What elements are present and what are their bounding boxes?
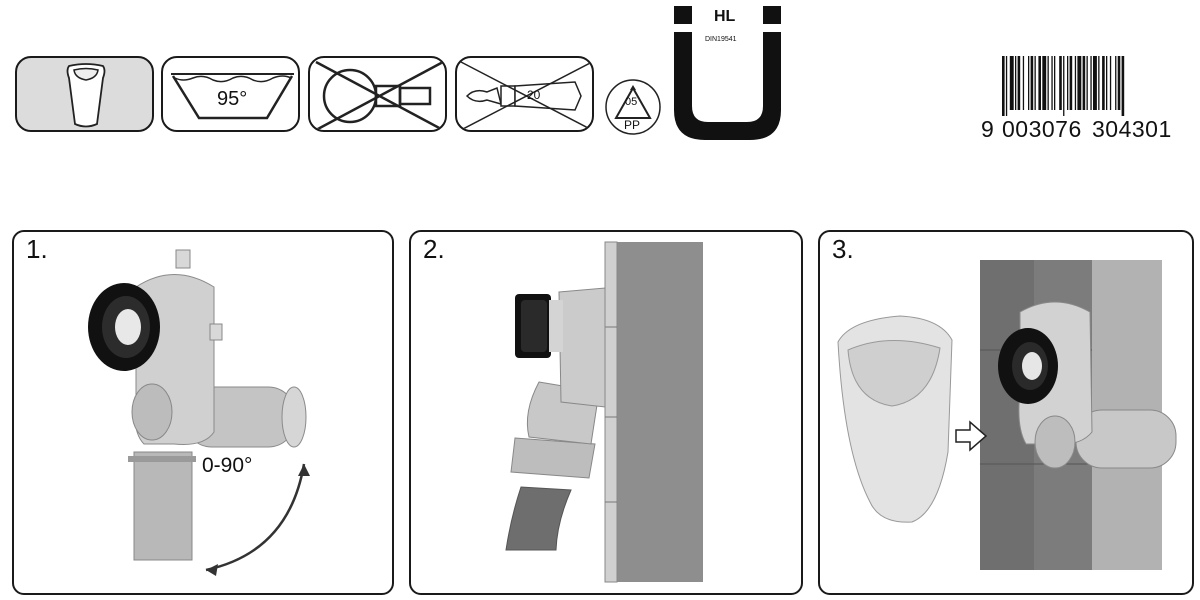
barcode-bar [1054, 56, 1056, 110]
rotation-angle-label: 0-90° [202, 454, 253, 477]
silicone-label: 20 [527, 88, 541, 102]
barcode-bar [1059, 56, 1062, 110]
barcode-bar [1034, 56, 1036, 110]
max-temperature-icon: 95° [161, 56, 300, 132]
urinal-compatibility-icon [15, 56, 154, 132]
barcode-bar [1042, 56, 1047, 110]
barcode-group-2: 304301 [1092, 116, 1172, 142]
barcode-bar [1074, 56, 1077, 110]
barcode-bar [1028, 56, 1030, 110]
barcode-bar [1082, 56, 1086, 110]
barcode-bar [1121, 56, 1125, 116]
barcode-group-1: 003076 [1002, 116, 1082, 142]
barcode-bar [1098, 56, 1100, 110]
barcode-bar [1086, 56, 1088, 110]
step-number: 3. [832, 234, 854, 264]
barcode-bar [1005, 56, 1008, 116]
step-number: 1. [26, 234, 48, 264]
barcode-bar [1022, 56, 1025, 110]
no-silicone-icon: 20 [455, 56, 594, 132]
recycle-material: PP [624, 118, 641, 132]
barcode-bar [1067, 56, 1069, 110]
step-2-panel: 2. [409, 230, 803, 595]
barcode-bar [1102, 56, 1105, 110]
brand-mark: HL [714, 8, 736, 25]
barcode-bar [1017, 56, 1021, 110]
barcode-bar [1093, 56, 1097, 110]
barcode-bar [1009, 56, 1014, 110]
barcode-bar [1038, 56, 1041, 110]
barcode-bar [1106, 56, 1108, 110]
barcode-bar [1117, 56, 1121, 110]
urinal-connection-illustration [837, 260, 1177, 570]
step-3-panel: 3. [818, 230, 1194, 595]
barcode-bar [1063, 56, 1065, 116]
step-1-panel: 1. 0-90° [12, 230, 394, 595]
barcode-bar [1069, 56, 1073, 110]
barcode-bar [1090, 56, 1092, 110]
barcode-lead-digit: 9 [981, 116, 995, 142]
hl-logo: HL DIN19541 [670, 6, 785, 142]
barcode [1000, 56, 1190, 142]
step-number: 2. [423, 234, 445, 264]
barcode-bar [1002, 56, 1005, 116]
siphon-rotation-illustration [88, 249, 310, 576]
barcode-bar [1109, 56, 1112, 110]
barcode-bar [1051, 56, 1053, 110]
no-hot-cleaning-icon [308, 56, 447, 132]
wall-mount-illustration [505, 241, 703, 583]
barcode-bar [1077, 56, 1082, 110]
recycle-code: 05 [625, 96, 638, 108]
temperature-label: 95° [217, 88, 248, 110]
barcode-bar [1047, 56, 1049, 110]
barcode-bar [1015, 56, 1017, 110]
barcode-bar [1115, 56, 1117, 110]
recycle-pp-icon: 05 PP [602, 78, 664, 136]
barcode-bar [1030, 56, 1034, 110]
din-standard: DIN19541 [705, 36, 737, 43]
